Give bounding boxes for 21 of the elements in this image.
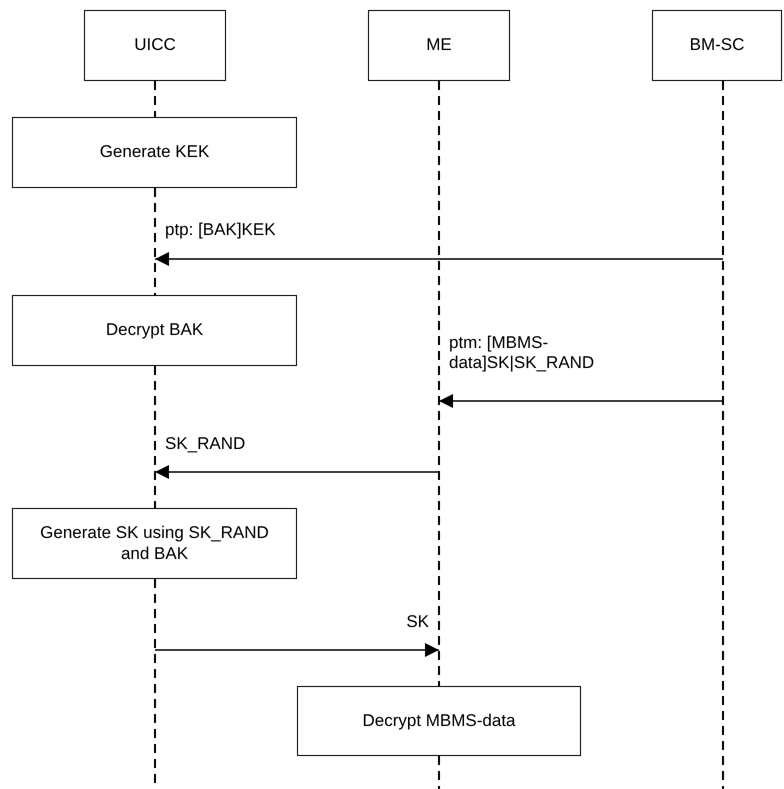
- message-arrow: [155, 465, 439, 479]
- participant-box: UICC: [84, 10, 226, 81]
- edge-label: SK_RAND: [165, 434, 246, 454]
- message-arrow: [155, 643, 439, 657]
- process-box: Generate KEK: [12, 117, 297, 188]
- lifeline: [438, 756, 440, 789]
- edge-label: ptm: [MBMS-data]SK|SK_RAND: [449, 333, 596, 374]
- participant-box: ME: [368, 10, 510, 81]
- participant-box: BM-SC: [652, 10, 782, 81]
- edge-label: SK: [406, 612, 429, 632]
- message-arrow: [155, 252, 723, 266]
- lifeline: [154, 81, 156, 117]
- message-arrow: [439, 394, 723, 408]
- process-box: Generate SK using SK_RAND and BAK: [12, 508, 297, 579]
- lifeline: [154, 188, 156, 295]
- lifeline: [722, 81, 724, 789]
- process-box: Decrypt BAK: [12, 295, 297, 366]
- process-box: Decrypt MBMS-data: [297, 686, 581, 756]
- edge-label: ptp: [BAK]KEK: [165, 220, 276, 240]
- lifeline: [154, 366, 156, 508]
- lifeline: [438, 81, 440, 686]
